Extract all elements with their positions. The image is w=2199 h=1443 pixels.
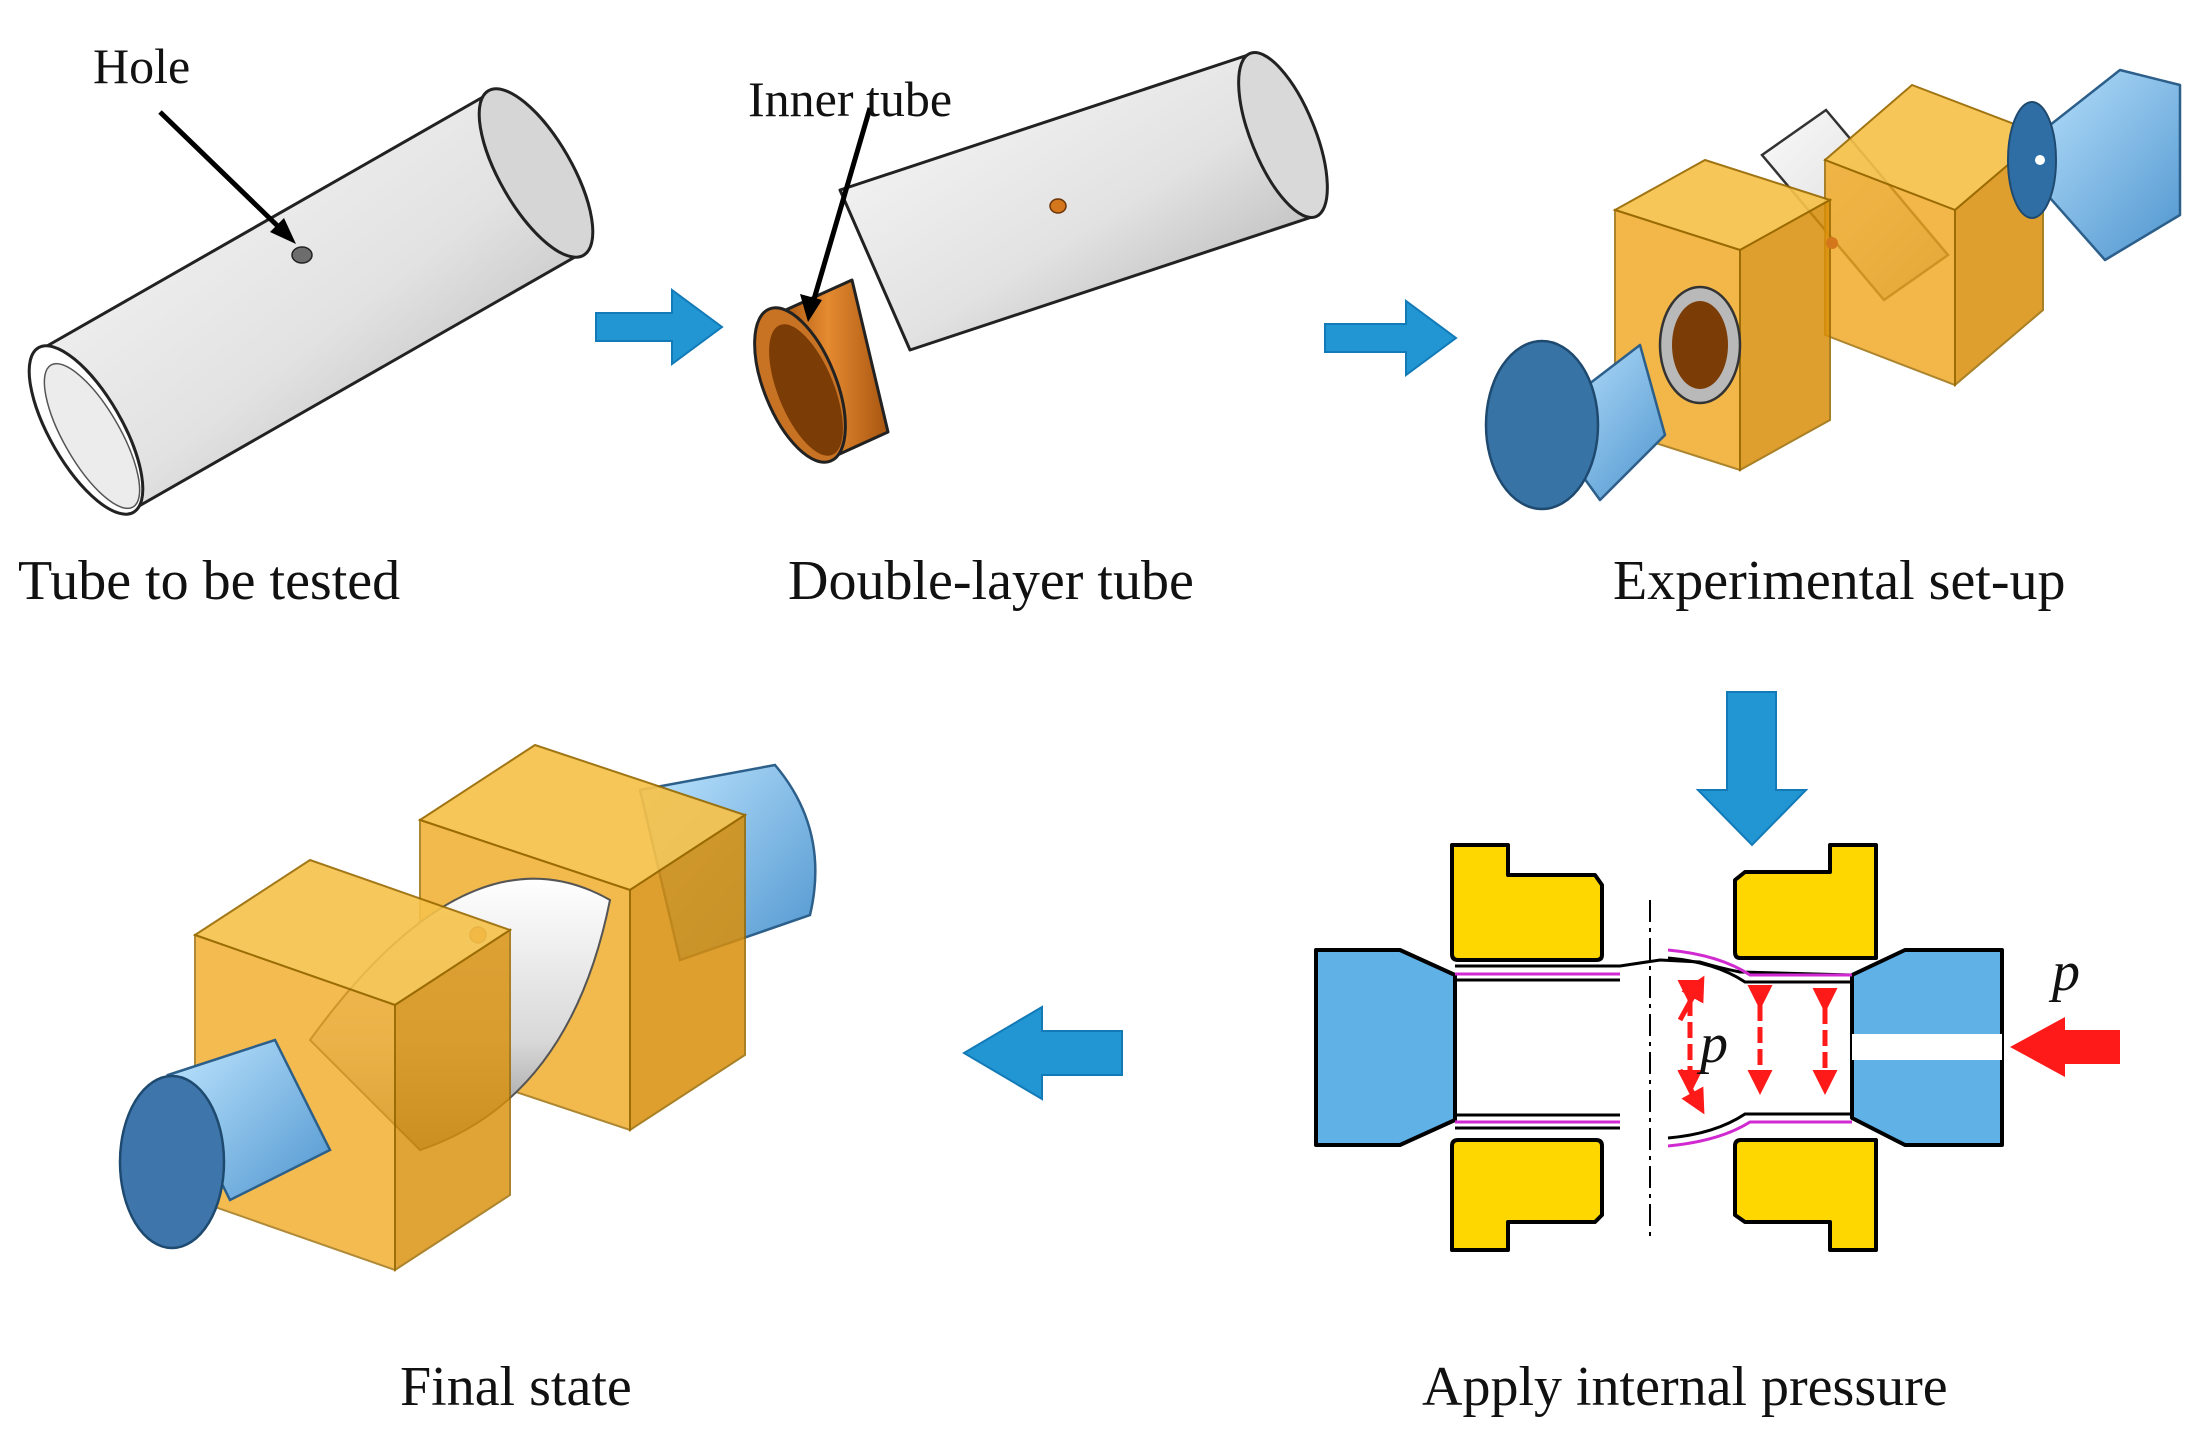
flow-arrow-3 (1695, 691, 1809, 847)
flow-arrow-1 (595, 288, 724, 366)
caption-final-state: Final state (400, 1356, 632, 1418)
axial-pressure-symbol: p (2048, 941, 2080, 1003)
inner-tube-label: Inner tube (748, 71, 952, 127)
hole-label: Hole (93, 38, 190, 94)
caption-apply-internal-pressure: Apply internal pressure (1422, 1356, 1948, 1418)
hole-mark (291, 246, 313, 264)
final-state-illustration (118, 743, 817, 1272)
pressure-cross-section (1314, 843, 2120, 1252)
flow-arrow-4 (962, 1005, 1123, 1101)
axial-force-arrow (2010, 1017, 2120, 1077)
double-layer-tube-illustration (753, 51, 1329, 464)
caption-double-layer-tube: Double-layer tube (788, 550, 1194, 612)
experimental-setup-illustration (1484, 68, 2182, 511)
internal-pressure-symbol: p (1696, 1013, 1728, 1075)
caption-experimental-setup: Experimental set-up (1613, 550, 2066, 612)
flow-arrow-2 (1324, 299, 1458, 377)
hole-pointer (158, 110, 290, 238)
caption-tube-to-be-tested: Tube to be tested (18, 550, 400, 612)
tube-to-test-illustration (27, 87, 595, 516)
inner-tube-pointer (809, 107, 873, 307)
